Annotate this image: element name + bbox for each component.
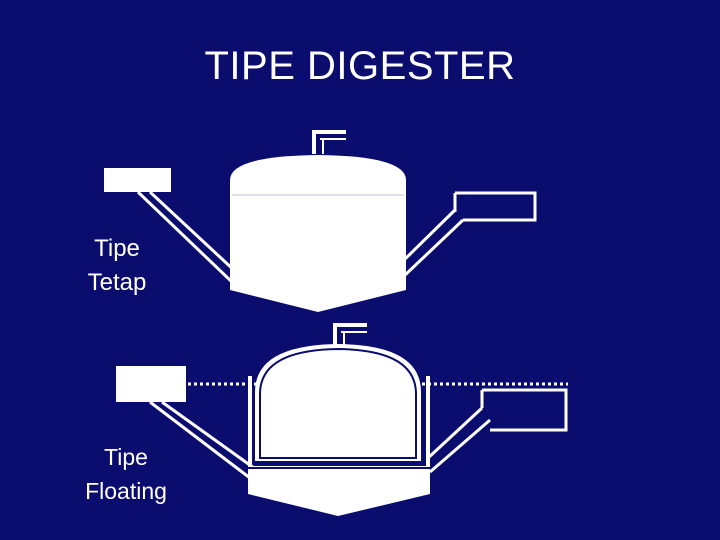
fixed-digester bbox=[104, 130, 537, 312]
fixed-digester-body bbox=[230, 155, 406, 312]
floating-outer-tank-walls bbox=[248, 376, 430, 468]
floating-digester-label-line2: Floating bbox=[85, 478, 167, 504]
fixed-digester-label-line2: Tetap bbox=[87, 269, 147, 296]
floating-outlet-pipe bbox=[426, 406, 491, 474]
floating-gas-outlet-pipe bbox=[333, 323, 367, 347]
fixed-inlet-tank bbox=[104, 168, 171, 192]
floating-inlet-pipe bbox=[149, 400, 255, 480]
fixed-inlet-pipe bbox=[136, 190, 238, 284]
floating-outlet-tank bbox=[482, 388, 568, 432]
fixed-digester-label-line1: Tipe bbox=[94, 235, 140, 262]
floating-drum bbox=[255, 343, 421, 461]
floating-inlet-tank bbox=[116, 366, 186, 402]
floating-drum-frame bbox=[259, 347, 417, 459]
floating-digester-body bbox=[248, 466, 430, 516]
fixed-outlet-tank bbox=[455, 191, 537, 222]
fixed-outlet-pipe bbox=[400, 208, 465, 278]
floating-digester-label-line1: Tipe bbox=[104, 444, 148, 470]
slide-title: TIPE DIGESTER bbox=[204, 44, 516, 88]
floating-digester-label: Tipe Floating bbox=[64, 440, 188, 508]
fixed-digester-label: Tipe Tetap bbox=[70, 232, 164, 300]
floating-digester bbox=[116, 323, 568, 516]
fixed-gas-outlet-pipe bbox=[312, 130, 346, 154]
